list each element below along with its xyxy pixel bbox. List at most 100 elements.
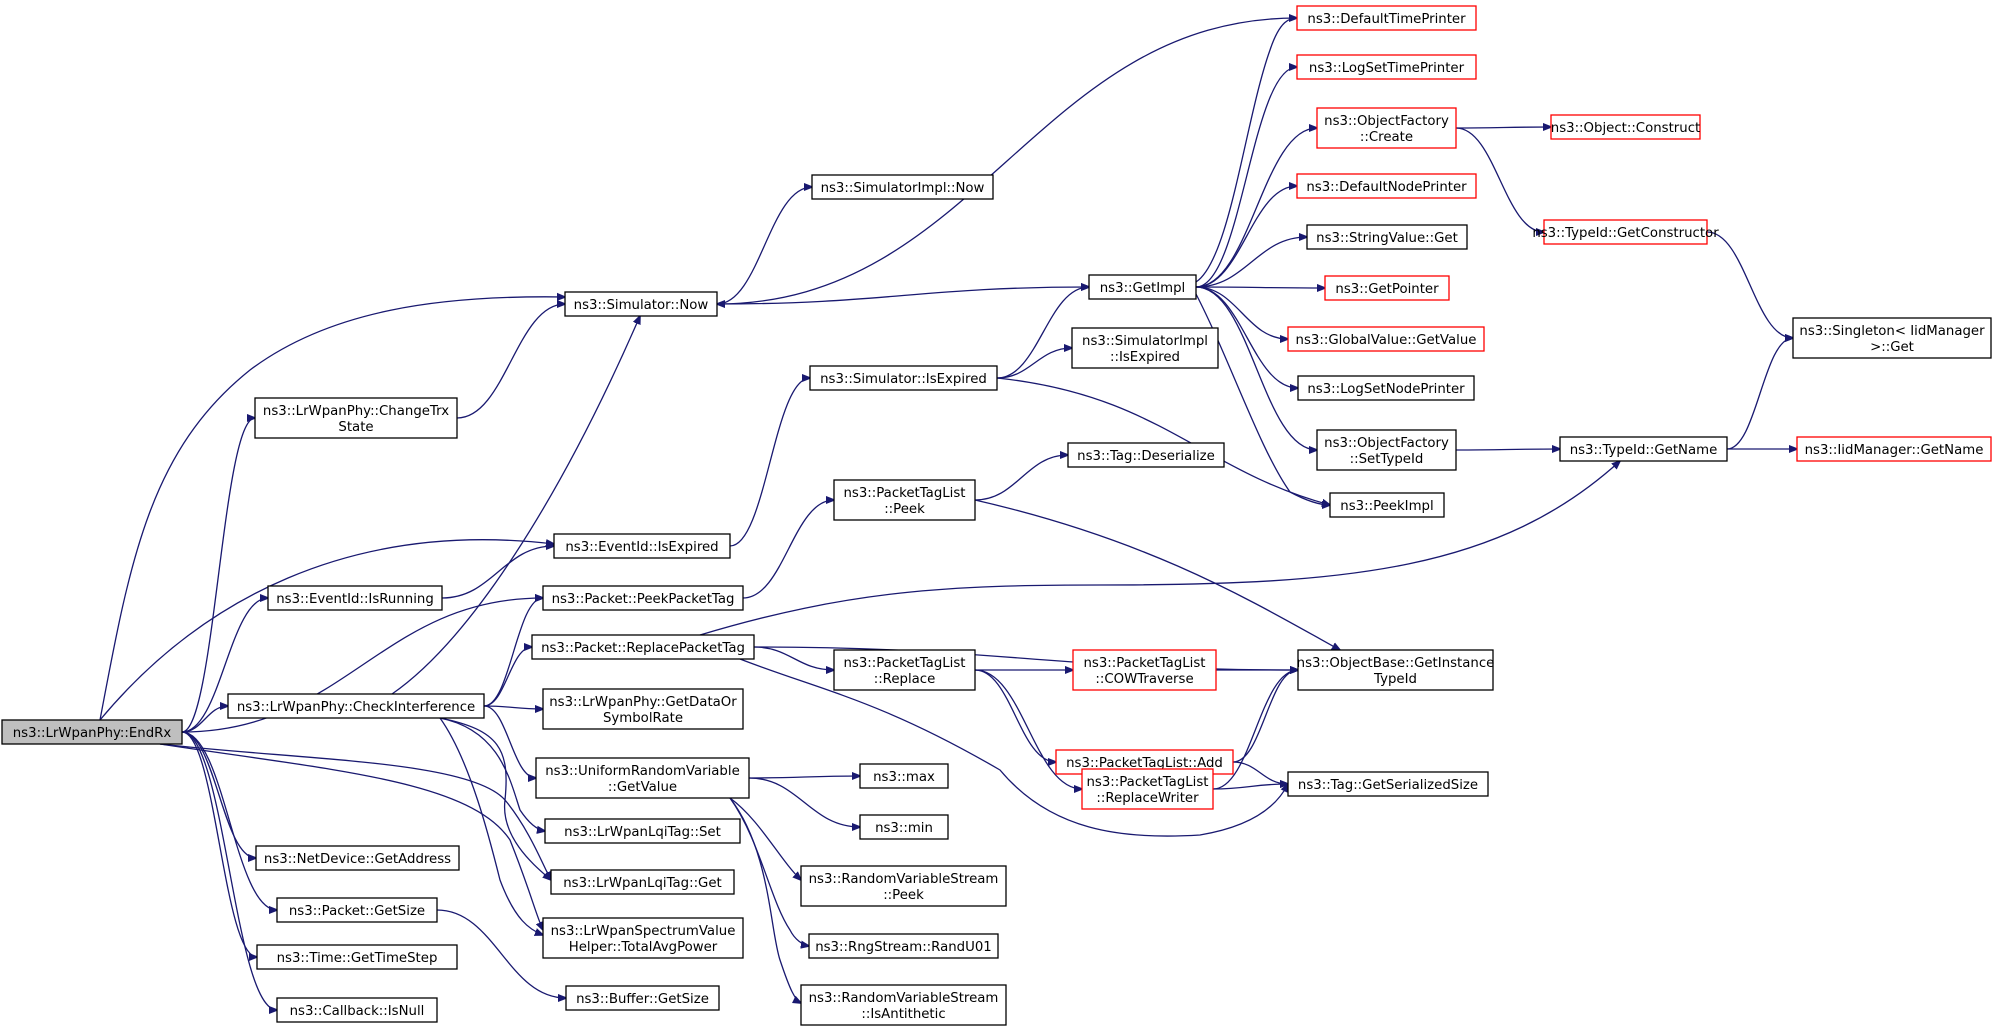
node-eventidexpired[interactable]: ns3::EventId::IsExpired [553,533,731,559]
node-box[interactable] [564,291,718,317]
node-box[interactable] [1,719,183,745]
node-urvgetvalue[interactable]: ns3::UniformRandomVariable::GetValue [535,757,750,799]
node-box[interactable] [1296,54,1477,80]
node-objfactsettype[interactable]: ns3::ObjectFactory::SetTypeId [1316,429,1457,471]
node-box[interactable] [553,533,731,559]
node-box[interactable] [550,869,735,895]
node-typeidgetname[interactable]: ns3::TypeId::GetName [1559,436,1728,462]
node-box[interactable] [1792,317,1992,359]
node-eventidrunning[interactable]: ns3::EventId::IsRunning [267,585,443,611]
node-box[interactable] [1324,275,1450,301]
node-box[interactable] [535,757,750,799]
node-box[interactable] [1296,5,1477,31]
node-box[interactable] [267,585,443,611]
node-box[interactable] [542,688,744,730]
node-box[interactable] [1088,274,1197,300]
node-box[interactable] [809,365,998,391]
node-timegetstep[interactable]: ns3::Time::GetTimeStep [256,944,458,970]
node-checkinterf[interactable]: ns3::LrWpanPhy::CheckInterference [227,693,485,719]
node-box[interactable] [811,174,994,200]
node-callbackisnull[interactable]: ns3::Callback::IsNull [276,997,438,1023]
node-box[interactable] [1796,436,1992,462]
node-simimplexpired[interactable]: ns3::SimulatorImpl::IsExpired [1071,327,1219,369]
node-peekpackettag[interactable]: ns3::Packet::PeekPacketTag [542,585,744,611]
node-replacepackettag[interactable]: ns3::Packet::ReplacePacketTag [531,634,755,660]
node-peekimpl[interactable]: ns3::PeekImpl [1329,492,1445,518]
node-box[interactable] [542,585,744,611]
node-box[interactable] [1287,326,1485,352]
node-singleton[interactable]: ns3::Singleton< IidManager >::Get [1792,317,1992,359]
node-objconstruct[interactable]: ns3::Object::Construct [1550,114,1701,140]
node-getpointer[interactable]: ns3::GetPointer [1324,275,1450,301]
node-box[interactable] [255,845,460,871]
node-tagdeser[interactable]: ns3::Tag::Deserialize [1067,442,1225,468]
node-box[interactable] [800,865,1007,907]
node-max[interactable]: ns3::max [859,763,949,789]
node-ptlpeek[interactable]: ns3::PacketTagList::Peek [833,479,976,521]
node-box[interactable] [833,649,976,691]
node-box[interactable] [1081,768,1214,810]
node-box[interactable] [1550,114,1701,140]
node-box[interactable] [542,917,744,959]
node-box[interactable] [1329,492,1445,518]
node-box[interactable] [859,763,949,789]
node-box[interactable] [1072,649,1217,691]
node-box[interactable] [800,984,1007,1026]
node-box[interactable] [256,944,458,970]
node-taggetsersize[interactable]: ns3::Tag::GetSerializedSize [1287,771,1489,797]
node-logsetnodeprinter[interactable]: ns3::LogSetNodePrinter [1297,375,1475,401]
node-getimpl[interactable]: ns3::GetImpl [1088,274,1197,300]
node-box[interactable] [1559,436,1728,462]
node-box[interactable] [531,634,755,660]
node-simimplnow[interactable]: ns3::SimulatorImpl::Now [811,174,994,200]
node-deftimeprinter[interactable]: ns3::DefaultTimePrinter [1296,5,1477,31]
node-cowtraverse[interactable]: ns3::PacketTagList::COWTraverse [1072,649,1217,691]
node-ptlreplacewriter[interactable]: ns3::PacketTagList::ReplaceWriter [1081,768,1214,810]
node-lqitagset[interactable]: ns3::LrWpanLqiTag::Set [544,818,741,844]
node-box[interactable] [1297,375,1475,401]
node-box[interactable] [1287,771,1489,797]
node-box[interactable] [1316,429,1457,471]
node-totalavgpower[interactable]: ns3::LrWpanSpectrumValueHelper::TotalAvg… [542,917,744,959]
node-globalvalueget[interactable]: ns3::GlobalValue::GetValue [1287,326,1485,352]
node-box[interactable] [1067,442,1225,468]
node-box[interactable] [859,814,949,840]
node-box[interactable] [1296,173,1477,199]
node-ptlreplace[interactable]: ns3::PacketTagList::Replace [833,649,976,691]
node-box[interactable] [1316,107,1457,149]
node-randu01[interactable]: ns3::RngStream::RandU01 [808,933,999,959]
edge-simisexpired-to-peekimpl [996,377,1330,505]
node-box[interactable] [544,818,741,844]
node-netdevgetaddr[interactable]: ns3::NetDevice::GetAddress [255,845,460,871]
node-box[interactable] [276,997,438,1023]
node-stringvalueget[interactable]: ns3::StringValue::Get [1306,224,1468,250]
node-rvspeek[interactable]: ns3::RandomVariableStream::Peek [800,865,1007,907]
node-typeidgetctor[interactable]: ns3::TypeId::GetConstructor [1532,219,1719,245]
node-box[interactable] [565,985,720,1011]
node-box[interactable] [276,897,438,923]
node-lqitagget[interactable]: ns3::LrWpanLqiTag::Get [550,869,735,895]
node-logsettimeprinter[interactable]: ns3::LogSetTimePrinter [1296,54,1477,80]
node-simnow[interactable]: ns3::Simulator::Now [564,291,718,317]
node-box[interactable] [1543,219,1708,245]
node-iidgetname[interactable]: ns3::IidManager::GetName [1796,436,1992,462]
node-defnodeprinter[interactable]: ns3::DefaultNodePrinter [1296,173,1477,199]
node-box[interactable] [808,933,999,959]
node-simisexpired[interactable]: ns3::Simulator::IsExpired [809,365,998,391]
node-rvsantithetic[interactable]: ns3::RandomVariableStream::IsAntithetic [800,984,1007,1026]
node-packetgetsize[interactable]: ns3::Packet::GetSize [276,897,438,923]
node-box[interactable] [1071,327,1219,369]
node-box[interactable] [1297,649,1494,691]
node-box[interactable] [227,693,485,719]
node-box[interactable] [833,479,976,521]
edge-line [436,909,566,998]
node-min[interactable]: ns3::min [859,814,949,840]
node-endrx[interactable]: ns3::LrWpanPhy::EndRx [1,719,183,745]
node-objfactcreate[interactable]: ns3::ObjectFactory::Create [1316,107,1457,149]
node-box[interactable] [254,397,458,439]
node-buffergetsize[interactable]: ns3::Buffer::GetSize [565,985,720,1011]
node-box[interactable] [1306,224,1468,250]
